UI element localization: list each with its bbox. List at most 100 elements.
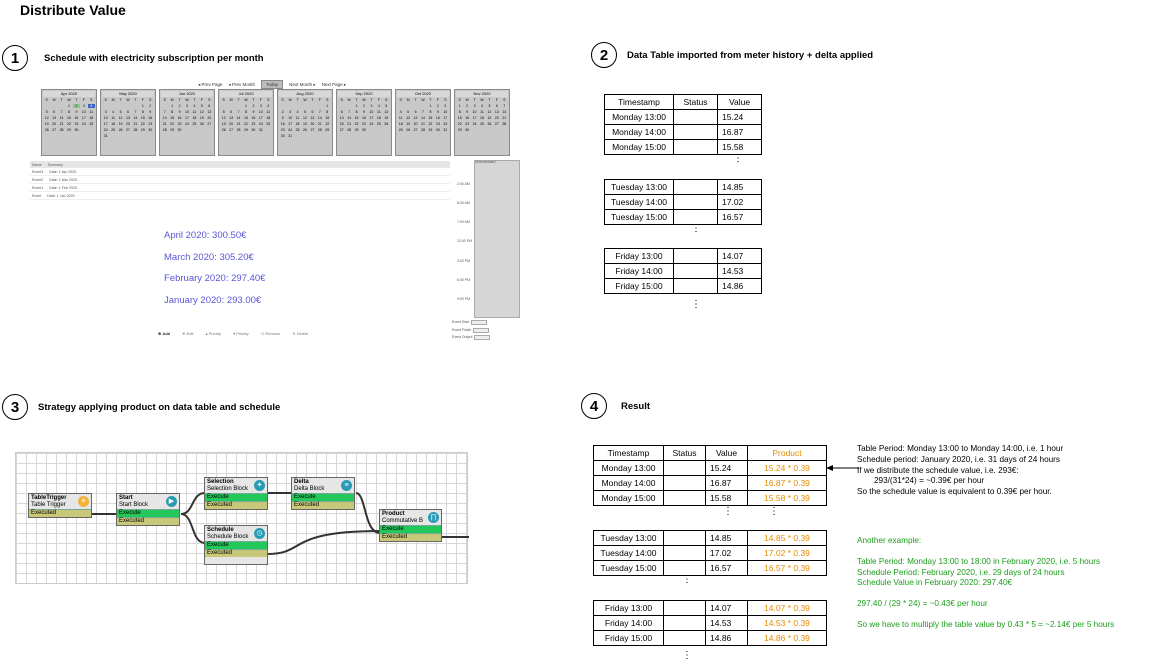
day-cell[interactable]: 15 — [170, 116, 175, 120]
day-cell[interactable]: 19 — [406, 122, 411, 126]
day-cell[interactable]: 14 — [317, 116, 322, 120]
day-cell[interactable]: 27 — [229, 128, 234, 132]
day-cell[interactable]: 23 — [280, 128, 285, 132]
day-cell[interactable]: 18 — [480, 116, 484, 120]
field-input[interactable] — [471, 320, 488, 326]
prev-month-button[interactable]: ◂ Prev Month — [228, 81, 256, 87]
day-cell[interactable]: 4 — [193, 104, 196, 108]
day-cell[interactable]: 17 — [185, 116, 189, 120]
day-cell[interactable]: 19 — [487, 116, 492, 120]
day-cell[interactable]: 6 — [495, 104, 498, 108]
day-cell[interactable]: 24 — [258, 122, 263, 126]
day-cell[interactable]: 26 — [303, 128, 307, 132]
day-cell[interactable]: 22 — [325, 122, 330, 126]
day-cell[interactable]: 3 — [370, 104, 373, 108]
day-cell[interactable]: 15 — [67, 116, 71, 120]
day-cell[interactable]: 11 — [480, 110, 484, 114]
day-cell[interactable]: 15 — [428, 116, 433, 120]
delete-button[interactable]: ✕ Delete — [292, 331, 309, 336]
day-cell[interactable]: 31 — [258, 128, 263, 132]
day-cell[interactable]: 21 — [317, 122, 322, 126]
day-cell[interactable]: 21 — [133, 122, 138, 126]
day-cell[interactable]: 2 — [281, 110, 284, 114]
today-button[interactable]: Today — [261, 80, 284, 89]
day-cell[interactable]: 18 — [295, 122, 300, 126]
day-cell[interactable]: 1 — [68, 104, 70, 108]
day-cell[interactable]: 24 — [81, 122, 86, 126]
day-cell[interactable]: 2 — [252, 104, 255, 108]
node-delta[interactable]: Delta Delta Block Execute Executed ≡ — [291, 477, 355, 510]
day-cell[interactable]: 7 — [348, 110, 351, 114]
day-cell[interactable]: 28 — [421, 128, 425, 132]
day-cell[interactable]: 17 — [103, 122, 108, 126]
day-cell[interactable]: 27 — [339, 128, 344, 132]
priority-up-button[interactable]: ▴ Priority — [205, 331, 222, 336]
day-cell[interactable]: 20 — [207, 116, 212, 120]
day-cell[interactable]: 16 — [177, 116, 182, 120]
day-cell[interactable]: 5 — [45, 110, 48, 114]
day-cell[interactable]: 8 — [429, 110, 432, 114]
day-cell[interactable]: 1 — [245, 104, 247, 108]
next-month-button[interactable]: Next Month ▸ — [289, 81, 316, 87]
day-cell[interactable]: 15 — [354, 116, 359, 120]
day-cell[interactable]: 21 — [162, 122, 167, 126]
day-cell[interactable]: 7 — [318, 110, 321, 114]
day-cell[interactable]: 10 — [369, 110, 374, 114]
day-cell[interactable]: 24 — [369, 122, 374, 126]
day-cell[interactable]: 1 — [326, 104, 329, 108]
day-cell[interactable]: 21 — [421, 122, 425, 126]
day-cell[interactable]: 12 — [303, 116, 307, 120]
day-cell[interactable]: 4 — [296, 110, 299, 114]
day-cell[interactable]: 30 — [251, 128, 256, 132]
day-cell[interactable]: 15 — [140, 116, 145, 120]
node-product[interactable]: Product Commutative B Execute Executed ∏ — [379, 509, 442, 542]
prev-page-button[interactable]: ◂ Prev Page — [198, 81, 223, 87]
execute-pin[interactable]: Execute — [117, 509, 179, 517]
day-cell[interactable]: 23 — [74, 122, 79, 126]
day-cell[interactable]: 9 — [281, 116, 284, 120]
execute-pin[interactable]: Execute — [205, 493, 267, 501]
execute-pin[interactable]: Execute — [380, 525, 441, 533]
day-cell[interactable]: 2 — [466, 104, 469, 108]
day-cell[interactable]: 20 — [339, 122, 344, 126]
day-cell[interactable]: 16 — [74, 116, 79, 120]
day-cell[interactable]: 28 — [236, 128, 241, 132]
next-page-button[interactable]: Next Page ▸ — [321, 81, 347, 87]
day-cell[interactable]: 23 — [251, 122, 256, 126]
day-cell[interactable]: 23 — [435, 122, 440, 126]
day-cell[interactable]: 29 — [67, 128, 71, 132]
day-cell[interactable]: 22 — [140, 122, 145, 126]
day-cell[interactable]: 14 — [59, 116, 64, 120]
day-cell[interactable]: 10 — [185, 110, 189, 114]
day-cell[interactable]: 5 — [222, 110, 225, 114]
day-cell[interactable]: 13 — [413, 116, 418, 120]
day-cell[interactable]: 16 — [362, 116, 366, 120]
day-cell[interactable]: 11 — [398, 116, 403, 120]
day-cell[interactable]: 27 — [413, 128, 418, 132]
day-cell[interactable]: 4 — [481, 104, 483, 108]
day-cell[interactable]: 6 — [208, 104, 211, 108]
day-cell[interactable]: 26 — [384, 122, 389, 126]
day-cell[interactable]: 14 — [236, 116, 241, 120]
day-cell[interactable]: 12 — [221, 116, 226, 120]
day-cell[interactable]: 12 — [406, 116, 411, 120]
day-cell[interactable]: 12 — [44, 116, 49, 120]
day-cell[interactable]: 19 — [221, 122, 226, 126]
day-cell[interactable]: 10 — [443, 110, 448, 114]
day-cell[interactable]: 18 — [398, 122, 403, 126]
day-cell[interactable]: 14 — [162, 116, 167, 120]
day-cell[interactable]: 7 — [60, 110, 63, 114]
day-cell[interactable]: 11 — [295, 116, 300, 120]
day-cell[interactable]: 2 — [436, 104, 439, 108]
day-cell[interactable]: 13 — [310, 116, 315, 120]
day-cell[interactable]: 5 — [385, 104, 388, 108]
day-cell[interactable]: 6 — [311, 110, 314, 114]
day-cell[interactable]: 25 — [398, 128, 403, 132]
day-cell[interactable]: 11 — [89, 110, 94, 114]
day-cell[interactable]: 19 — [44, 122, 49, 126]
day-cell[interactable]: 19 — [303, 122, 307, 126]
day-cell[interactable]: 11 — [266, 110, 271, 114]
